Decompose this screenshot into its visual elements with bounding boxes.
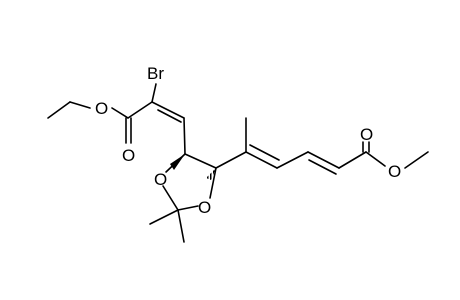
bond-carbonyl-to-cbr — [127, 101, 153, 119]
bond-ethyl-ch3 — [47, 101, 71, 119]
wedge-bond-c4 — [170, 154, 185, 170]
bond-c2-methyl-2 — [177, 209, 185, 243]
oxygen-label-ring-2: O — [198, 198, 211, 217]
bond-c-br — [151, 83, 157, 103]
bond-c5-c6 — [215, 151, 247, 169]
bond-o-carbonyl-left — [111, 107, 129, 119]
oxygen-label-ester-right-single: O — [388, 162, 401, 181]
oxygen-label-ester-left-single: O — [95, 99, 108, 118]
bond-c9-carbonyl — [338, 151, 367, 169]
bond-alkene-left-b — [157, 109, 182, 123]
bond-alkene-2-a — [307, 151, 340, 169]
bond-ring-o3-c5 — [209, 167, 217, 199]
bond-ring-o1-c2 — [162, 185, 179, 211]
bond-alkene-1-a — [245, 151, 278, 169]
oxygen-label-ester-left-double: O — [122, 146, 135, 165]
bromine-label: Br — [147, 64, 164, 83]
bond-ring-c4-c5 — [184, 153, 217, 169]
bond-alkene-1-b — [249, 144, 280, 161]
bond-alkene-2-b — [308, 159, 337, 175]
bond-o-methyl-right — [404, 151, 429, 169]
bond-alkene-left-a — [151, 101, 185, 119]
bond-ring-c2-o3 — [177, 205, 199, 211]
bond-alkene-to-ring — [183, 117, 186, 155]
bond-ethyl-ch2-o — [69, 101, 91, 109]
bond-c7-c8 — [276, 151, 309, 169]
bond-c2-methyl-1 — [149, 209, 179, 225]
oxygen-label-ring-1: O — [154, 170, 167, 189]
hash-bond-c5 — [206, 168, 216, 180]
bond-carbonyl-o-right — [365, 151, 386, 167]
oxygen-label-ester-right-double: O — [360, 125, 373, 144]
